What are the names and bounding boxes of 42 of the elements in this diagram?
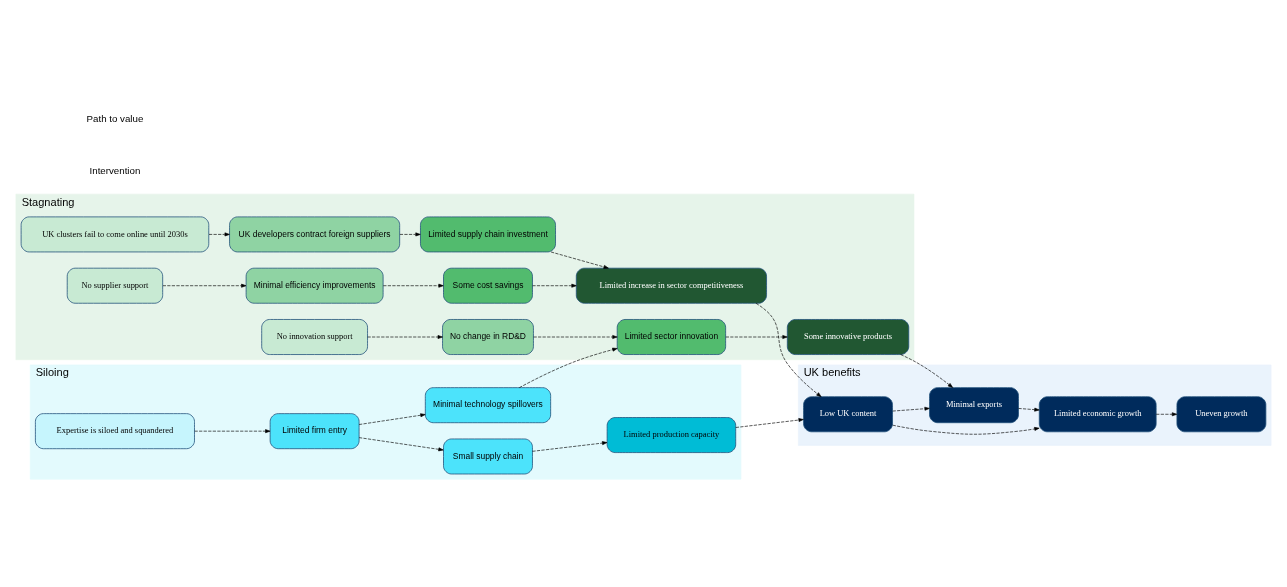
node-box: Some cost savings	[443, 267, 533, 304]
arrow	[1155, 412, 1178, 417]
node-box: Limited production capacity	[606, 417, 737, 453]
node-box: UK developers contract foreign suppliers	[229, 216, 401, 253]
node-box: No change in RD&D	[442, 319, 534, 355]
arrow	[892, 424, 1040, 435]
node-box: Limited firm entry	[269, 413, 360, 450]
label: Intervention	[89, 164, 141, 176]
node-box: Minimal efficiency improvements	[245, 267, 384, 304]
node-box: Low UK content	[803, 396, 893, 433]
node-box: Uneven growth	[1176, 396, 1267, 433]
node-box: Some innovative products	[786, 319, 910, 355]
arrow	[725, 335, 788, 339]
arrow	[892, 406, 930, 412]
label: Path to value	[86, 113, 144, 125]
arrow	[550, 251, 609, 269]
node-box: Limited supply chain investment	[420, 216, 556, 253]
arrow	[399, 232, 421, 237]
node-box: UK clusters fail to come online until 2030s	[20, 216, 210, 253]
arrow	[519, 347, 618, 388]
arrow	[532, 441, 608, 452]
node-box: No supplier support	[66, 267, 164, 304]
arrow	[382, 283, 444, 288]
node-box: Small supply chain	[443, 438, 533, 475]
arrow	[358, 413, 426, 425]
arrow	[194, 429, 271, 434]
arrow	[208, 232, 230, 237]
arrow	[735, 418, 804, 428]
arrow	[532, 283, 577, 288]
arrow	[755, 303, 822, 398]
node-box: Minimal exports	[929, 387, 1019, 424]
arrow	[162, 283, 247, 288]
arrow	[358, 437, 444, 452]
node-box: No innovation support	[261, 319, 368, 355]
node-box: Limited economic growth	[1038, 396, 1157, 433]
arrow	[900, 354, 953, 388]
node-box: Limited sector innovation	[616, 319, 727, 355]
node-box: Expertise is siloed and squandered	[35, 413, 195, 450]
node-box: Minimal technology spillovers	[424, 387, 552, 424]
arrow	[533, 335, 618, 339]
arrow	[1018, 407, 1040, 412]
arrow	[367, 335, 443, 339]
